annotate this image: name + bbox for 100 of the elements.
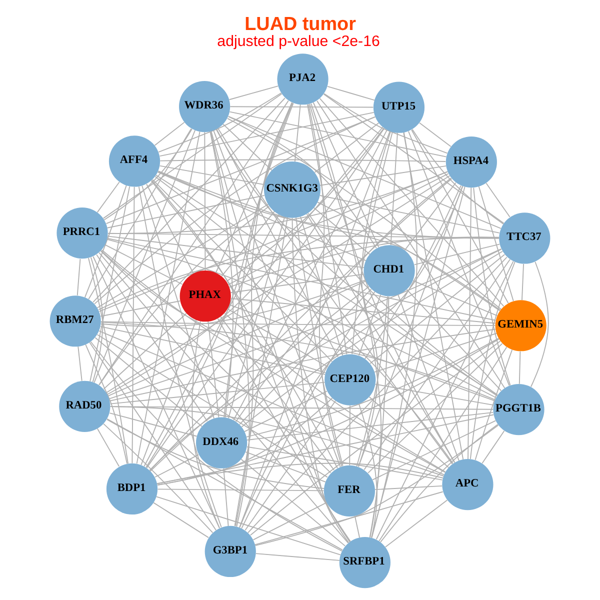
connector	[146, 102, 294, 468]
connector	[241, 291, 376, 529]
connector	[153, 502, 209, 538]
connector	[518, 350, 521, 384]
connector	[100, 321, 496, 326]
connector	[358, 294, 382, 356]
connector	[146, 184, 194, 274]
connector	[100, 250, 332, 474]
connector	[192, 320, 220, 528]
connector	[356, 296, 388, 467]
connector	[150, 286, 370, 472]
connector	[98, 330, 445, 476]
connector	[228, 236, 500, 288]
connector	[230, 106, 374, 108]
connector	[94, 337, 202, 427]
connector	[110, 406, 444, 476]
connector	[104, 244, 183, 285]
connector	[374, 332, 497, 372]
node-circle: PGGT1B	[493, 384, 544, 436]
connector	[364, 258, 510, 470]
connector	[228, 216, 286, 419]
connector	[109, 412, 198, 437]
connector	[364, 185, 462, 360]
connector	[372, 420, 496, 480]
connector	[235, 102, 292, 527]
connector	[96, 254, 208, 422]
connector	[368, 396, 450, 468]
node-circle: AFF4	[108, 136, 160, 187]
connector	[482, 430, 505, 464]
connector	[98, 237, 500, 310]
connector	[216, 128, 338, 358]
connector	[358, 404, 378, 538]
connector	[230, 298, 496, 324]
connector	[158, 170, 501, 311]
connector	[210, 131, 234, 418]
connector	[414, 244, 500, 266]
connector	[229, 111, 447, 158]
connector	[108, 280, 366, 396]
connector	[354, 516, 360, 538]
connector	[473, 187, 511, 386]
connector	[157, 338, 500, 486]
connector	[106, 194, 265, 228]
node-circle: UTP15	[373, 82, 425, 133]
connector	[468, 187, 472, 460]
connector	[419, 122, 452, 147]
connector	[98, 252, 349, 544]
connector	[404, 182, 456, 251]
connector	[100, 326, 326, 375]
connector	[108, 171, 448, 234]
node-circle: RBM27	[50, 296, 101, 347]
connector	[320, 195, 500, 234]
connector	[152, 179, 333, 362]
connector	[474, 349, 513, 460]
connector	[217, 318, 351, 542]
connector	[244, 390, 328, 432]
connector	[403, 132, 464, 460]
connector	[244, 400, 336, 531]
connector	[306, 214, 455, 463]
connector	[349, 405, 350, 466]
connector	[313, 207, 370, 255]
connector	[156, 496, 341, 556]
connector	[138, 186, 222, 528]
connector	[106, 126, 384, 395]
connector	[96, 182, 120, 213]
connector	[254, 424, 499, 546]
connector	[89, 342, 217, 531]
connector	[88, 258, 129, 464]
connector	[151, 180, 350, 542]
connector	[239, 186, 464, 528]
node-circle: DDX46	[196, 417, 248, 468]
connector	[106, 116, 376, 224]
connector	[241, 250, 503, 428]
connector	[158, 170, 366, 262]
connector	[100, 300, 181, 317]
connector	[228, 86, 278, 100]
connector	[252, 502, 328, 540]
connector	[312, 102, 380, 248]
connector	[103, 423, 214, 534]
connector	[226, 128, 384, 282]
connector	[94, 116, 376, 304]
connector	[308, 104, 342, 468]
connector	[316, 100, 506, 389]
connector	[92, 256, 220, 529]
connector	[98, 171, 448, 312]
connector	[96, 428, 120, 467]
connector	[352, 132, 393, 355]
connector	[157, 488, 324, 492]
connector	[150, 180, 338, 469]
connector	[478, 186, 514, 302]
node-circle: WDR36	[179, 80, 230, 132]
connector	[246, 338, 500, 438]
connector	[90, 341, 342, 552]
connector	[96, 204, 269, 308]
connector	[408, 130, 510, 386]
connector	[234, 216, 288, 526]
connector	[412, 128, 504, 224]
node-circle: PHAX	[180, 270, 231, 322]
node-circle: FER	[324, 465, 375, 516]
connector	[310, 103, 382, 538]
connector	[106, 175, 450, 394]
